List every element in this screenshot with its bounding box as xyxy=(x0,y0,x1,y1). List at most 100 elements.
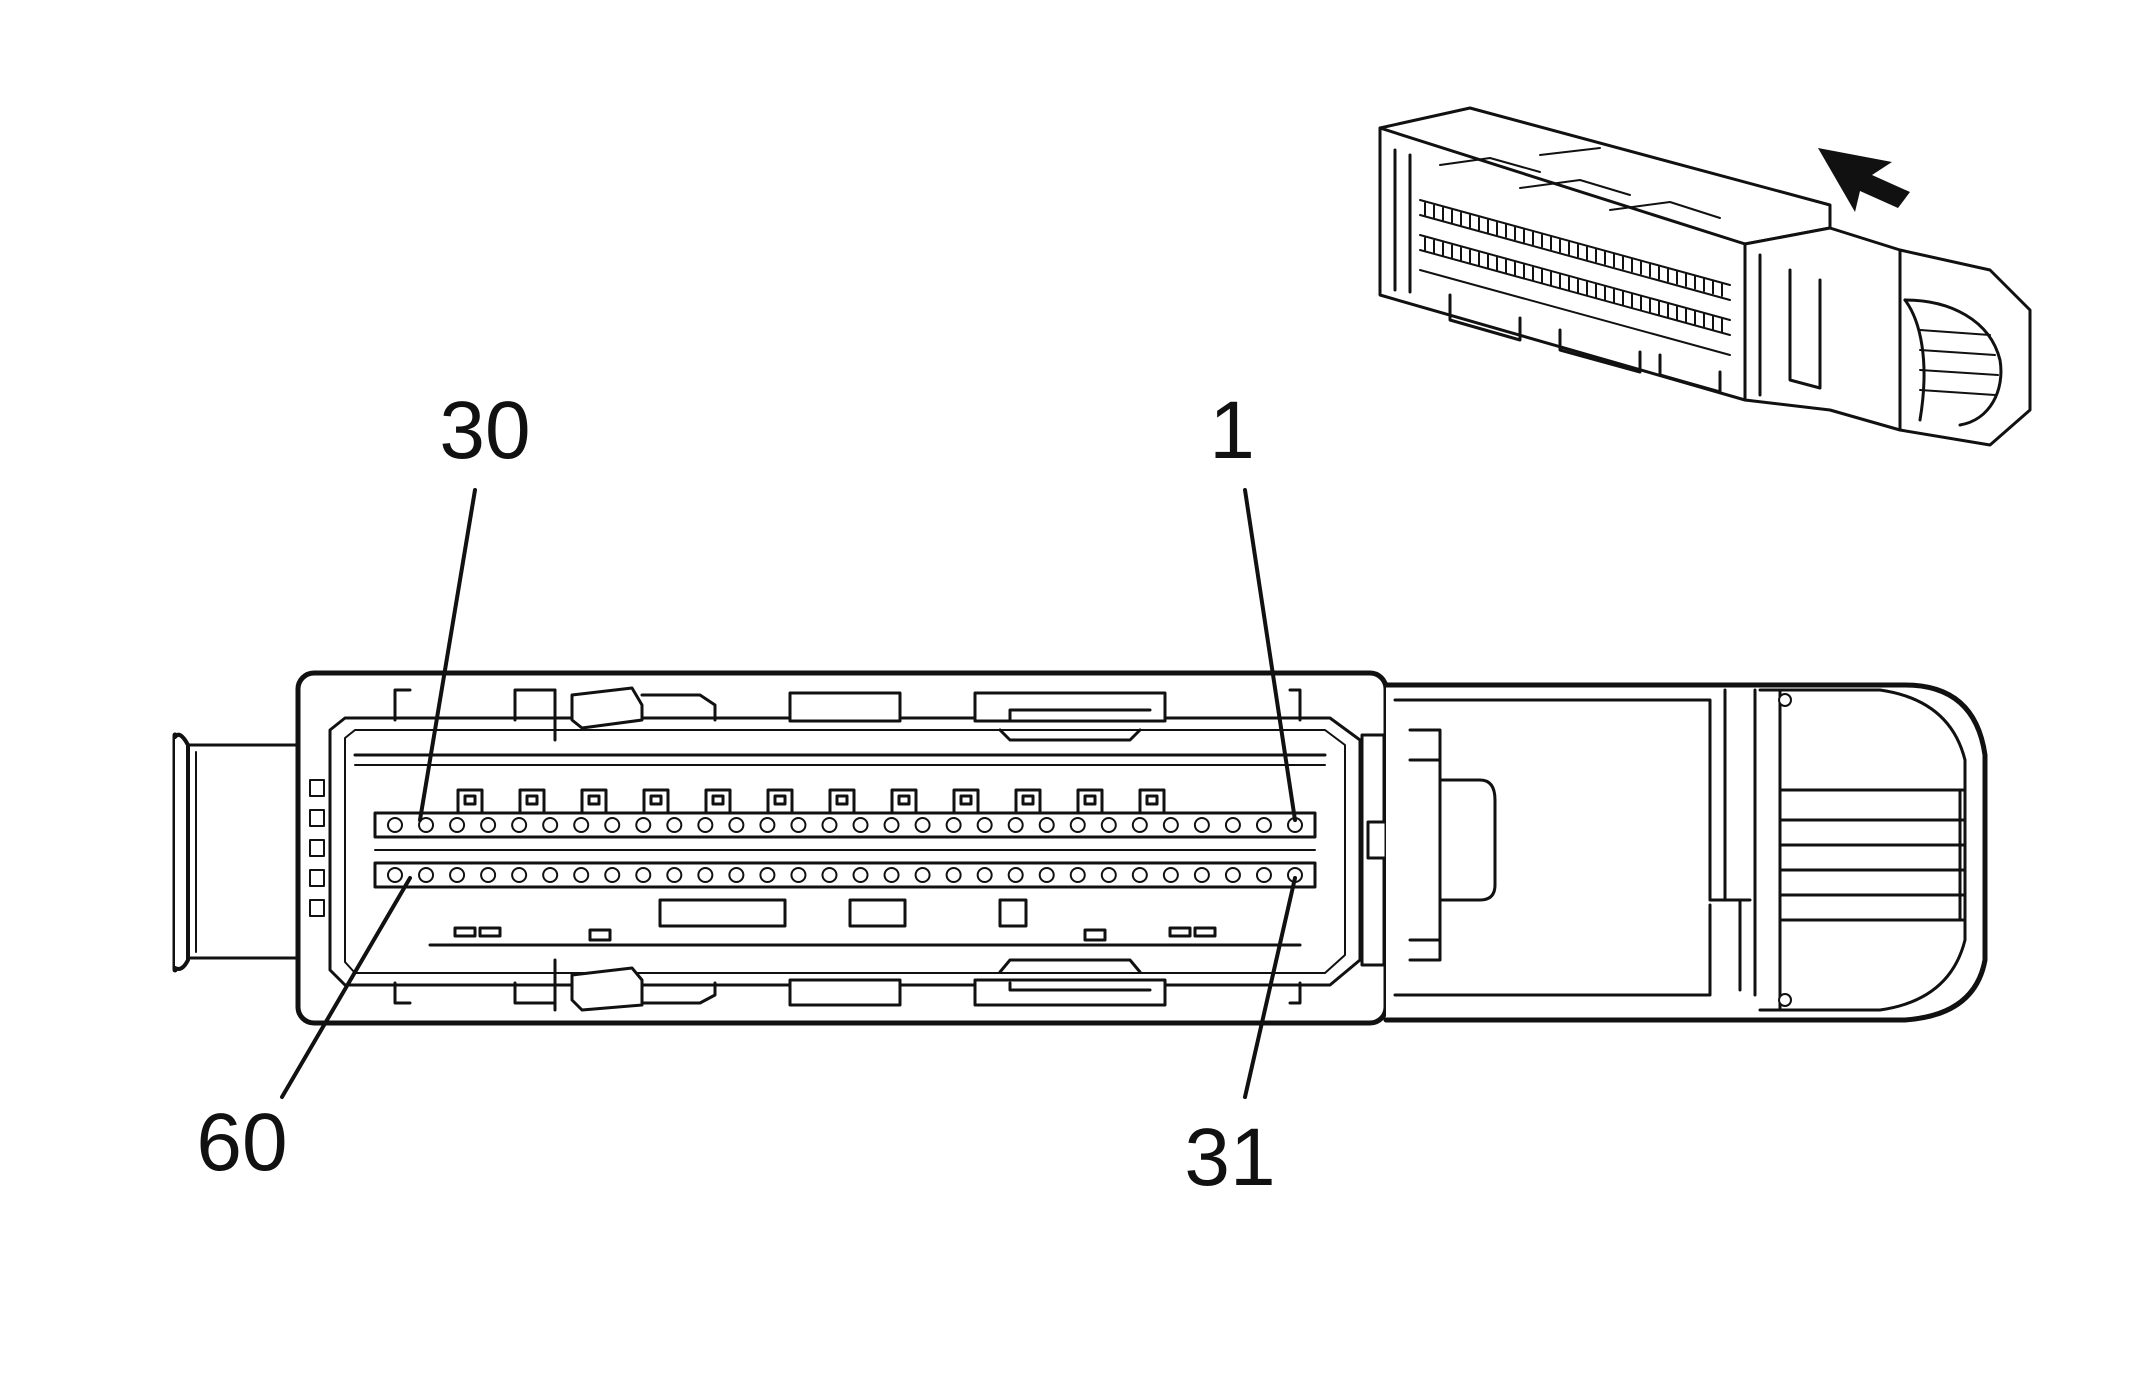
leader-60 xyxy=(280,876,412,1099)
terminal-lock-window xyxy=(773,794,787,806)
pin-cavity-15 xyxy=(852,817,869,833)
pin-cavity-53 xyxy=(604,867,621,883)
pin-cavity-28 xyxy=(449,817,466,833)
terminal-lock-tab xyxy=(952,788,980,815)
terminal-lock-window xyxy=(897,794,911,806)
callout-leaders xyxy=(280,488,1297,1099)
terminal-lock-tab xyxy=(518,788,546,815)
pin-cavity-34 xyxy=(1193,867,1210,883)
pin-cavity-4 xyxy=(1193,817,1210,833)
pin-cavity-9 xyxy=(1038,817,1055,833)
terminal-lock-window xyxy=(587,794,601,806)
pin-cavity-5 xyxy=(1162,817,1179,833)
pin-cavity-2 xyxy=(1255,817,1272,833)
pin-cavity-24 xyxy=(573,817,590,833)
leader-30 xyxy=(418,488,477,822)
pin-cavity-30 xyxy=(387,817,403,833)
housing-rib xyxy=(309,809,325,827)
pin-cavity-12 xyxy=(945,817,962,833)
terminal-lock-tab xyxy=(456,788,484,815)
pin-cavity-7 xyxy=(1100,817,1117,833)
pin-cavity-42 xyxy=(945,867,962,883)
pin-cavity-29 xyxy=(418,817,435,833)
terminal-lock-tab xyxy=(1138,788,1166,815)
pin-cavity-44 xyxy=(883,867,900,883)
pin-cavity-45 xyxy=(852,867,869,883)
pin-cavity-40 xyxy=(1007,867,1024,883)
pin-cavity-43 xyxy=(914,867,931,883)
pin-cavity-27 xyxy=(480,817,497,833)
pin-cavity-58 xyxy=(449,867,466,883)
connector-face-view xyxy=(172,670,1988,1026)
pin-60-label: 60 xyxy=(196,1097,287,1188)
pin-cavity-60 xyxy=(387,867,403,883)
terminal-lock-window xyxy=(1021,794,1035,806)
pin-cavity-38 xyxy=(1069,867,1086,883)
pin-cavity-39 xyxy=(1038,867,1055,883)
pin-cavity-32 xyxy=(1255,867,1272,883)
terminal-lock-window xyxy=(525,794,539,806)
terminal-lock-window xyxy=(463,794,477,806)
pin-cavity-50 xyxy=(697,867,714,883)
terminal-lock-window xyxy=(1083,794,1097,806)
housing-rib xyxy=(309,869,325,887)
pin-cavity-6 xyxy=(1131,817,1148,833)
pin-cavity-59 xyxy=(418,867,435,883)
pin-cavity-54 xyxy=(573,867,590,883)
terminal-lock-tab xyxy=(704,788,732,815)
housing-rib xyxy=(309,779,325,797)
terminal-lock-window xyxy=(835,794,849,806)
pin-cavity-18 xyxy=(759,817,776,833)
pin-cavity-16 xyxy=(821,817,838,833)
pin-cavity-8 xyxy=(1069,817,1086,833)
pin-cavity-25 xyxy=(542,817,559,833)
pin-cavity-35 xyxy=(1162,867,1179,883)
housing-rib xyxy=(309,839,325,857)
pin-30-label: 30 xyxy=(439,385,530,476)
terminal-lock-tab xyxy=(1014,788,1042,815)
leader-1 xyxy=(1243,488,1297,822)
pin-cavity-26 xyxy=(511,817,528,833)
pin-cavity-11 xyxy=(976,817,993,833)
terminal-lock-tab xyxy=(766,788,794,815)
pin-cavity-51 xyxy=(666,867,683,883)
pin-cavity-14 xyxy=(883,817,900,833)
pin-cavity-13 xyxy=(914,817,931,833)
pin-cavity-10 xyxy=(1007,817,1024,833)
pin-cavity-37 xyxy=(1100,867,1117,883)
arrow-icon xyxy=(1818,148,1910,212)
housing-rib xyxy=(309,899,325,917)
terminal-lock-window xyxy=(959,794,973,806)
pin-cavity-20 xyxy=(697,817,714,833)
pin-cavity-52 xyxy=(635,867,652,883)
leader-31 xyxy=(1243,876,1297,1099)
pin-cavity-55 xyxy=(542,867,559,883)
terminal-lock-window xyxy=(649,794,663,806)
pin-cavity-56 xyxy=(511,867,528,883)
terminal-lock-tab xyxy=(642,788,670,815)
pin-cavity-48 xyxy=(759,867,776,883)
pin-cavity-17 xyxy=(790,817,807,833)
pin-cavity-47 xyxy=(790,867,807,883)
pin-cavity-46 xyxy=(821,867,838,883)
terminal-lock-tab xyxy=(1076,788,1104,815)
pin-cavity-19 xyxy=(728,817,745,833)
terminal-lock-window xyxy=(1145,794,1159,806)
terminal-lock-tab xyxy=(580,788,608,815)
terminal-lock-window xyxy=(711,794,725,806)
pin-31-label: 31 xyxy=(1184,1112,1275,1203)
pin-cavity-22 xyxy=(635,817,652,833)
pin-cavity-49 xyxy=(728,867,745,883)
pin-cavity-3 xyxy=(1224,817,1241,833)
pin-1-label: 1 xyxy=(1209,385,1255,476)
pin-cavity-57 xyxy=(480,867,497,883)
pin-cavity-23 xyxy=(604,817,621,833)
pin-cavity-21 xyxy=(666,817,683,833)
pin-cavity-36 xyxy=(1131,867,1148,883)
connector-isometric-icon xyxy=(1378,106,2032,447)
terminal-lock-tab xyxy=(890,788,918,815)
pin-cavity-33 xyxy=(1224,867,1241,883)
pin-cavity-41 xyxy=(976,867,993,883)
